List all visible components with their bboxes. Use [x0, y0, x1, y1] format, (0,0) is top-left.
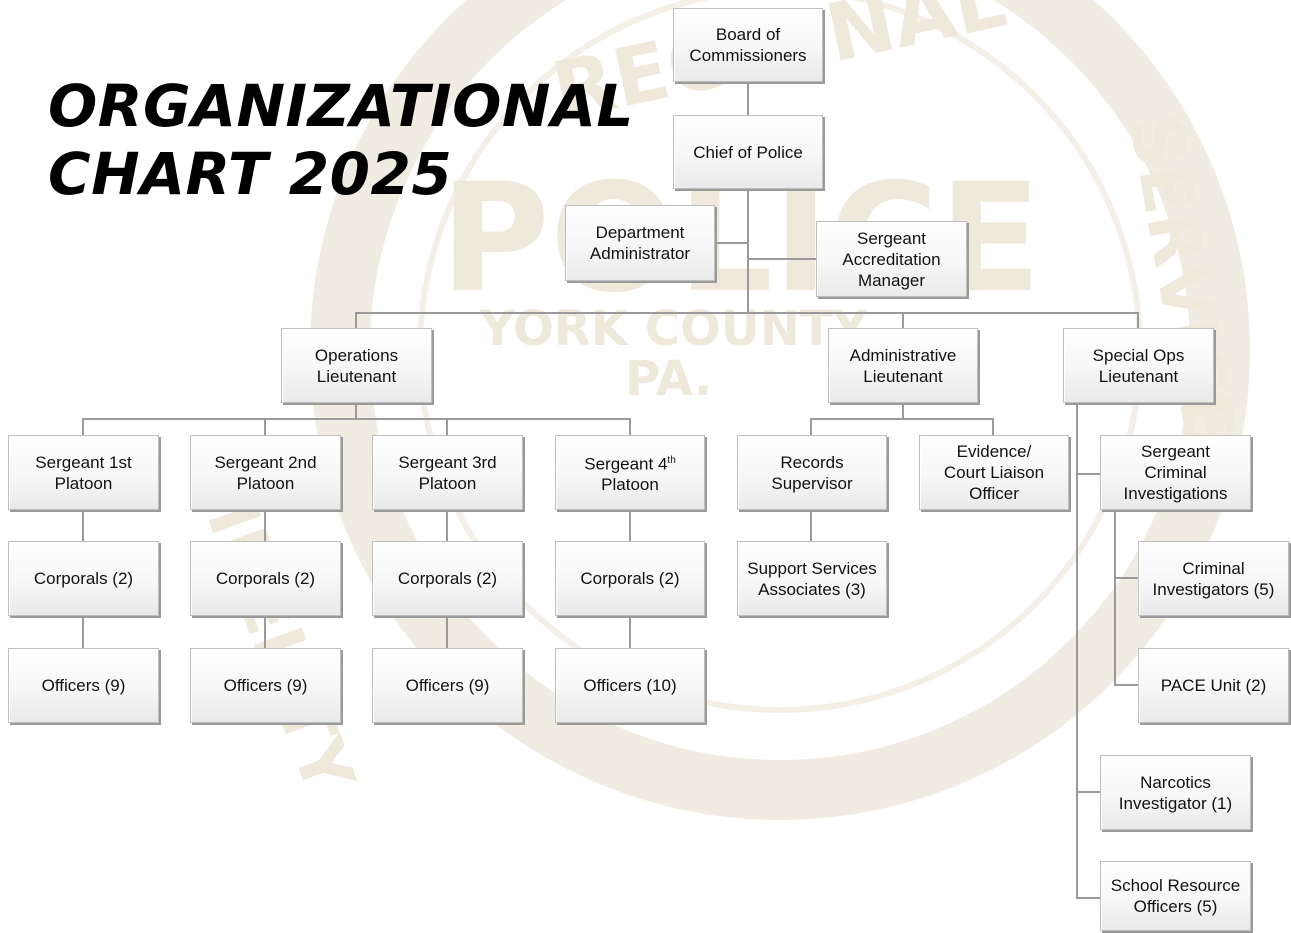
node-corporals-4: Corporals (2) [555, 541, 705, 616]
node-board-of-commissioners: Board of Commissioners [673, 8, 823, 82]
sergeant-4th-platoon-text: Platoon [601, 475, 659, 495]
node-pace-unit: PACE Unit (2) [1138, 648, 1289, 723]
node-chief-of-police: Chief of Police [673, 115, 823, 189]
node-administrative-lieutenant: Administrative Lieutenant [828, 328, 978, 403]
node-department-administrator: Department Administrator [565, 205, 715, 281]
node-officers-3: Officers (9) [372, 648, 523, 723]
sergeant-4th-superscript: th [667, 454, 676, 466]
node-officers-4: Officers (10) [555, 648, 705, 723]
node-sergeant-3rd-platoon: Sergeant 3rd Platoon [372, 435, 523, 510]
page-title: ORGANIZATIONAL CHART 2025 [48, 72, 634, 208]
node-sergeant-2nd-platoon: Sergeant 2nd Platoon [190, 435, 341, 510]
node-officers-1: Officers (9) [8, 648, 159, 723]
node-evidence-court-liaison-officer: Evidence/ Court Liaison Officer [919, 435, 1069, 510]
page-title-line-2: CHART 2025 [48, 140, 453, 208]
svg-text:YORK COUNTY: YORK COUNTY [479, 301, 869, 357]
node-corporals-1: Corporals (2) [8, 541, 159, 616]
node-school-resource-officers: School Resource Officers (5) [1100, 861, 1251, 931]
node-corporals-2: Corporals (2) [190, 541, 341, 616]
sergeant-4th-text: Sergeant 4 [584, 454, 668, 474]
node-sergeant-criminal-investigations: Sergeant Criminal Investigations [1100, 435, 1251, 510]
page-title-line-1: ORGANIZATIONAL [48, 72, 634, 140]
node-operations-lieutenant: Operations Lieutenant [281, 328, 432, 403]
svg-text:PA.: PA. [625, 351, 712, 407]
node-criminal-investigators: Criminal Investigators (5) [1138, 541, 1289, 616]
node-corporals-3: Corporals (2) [372, 541, 523, 616]
node-officers-2: Officers (9) [190, 648, 341, 723]
node-support-services-associates: Support Services Associates (3) [737, 541, 887, 616]
node-sergeant-1st-platoon: Sergeant 1st Platoon [8, 435, 159, 510]
node-sergeant-accreditation-manager: Sergeant Accreditation Manager [816, 221, 967, 297]
node-narcotics-investigator: Narcotics Investigator (1) [1100, 755, 1251, 830]
node-special-ops-lieutenant: Special Ops Lieutenant [1063, 328, 1214, 403]
node-records-supervisor: Records Supervisor [737, 435, 887, 510]
